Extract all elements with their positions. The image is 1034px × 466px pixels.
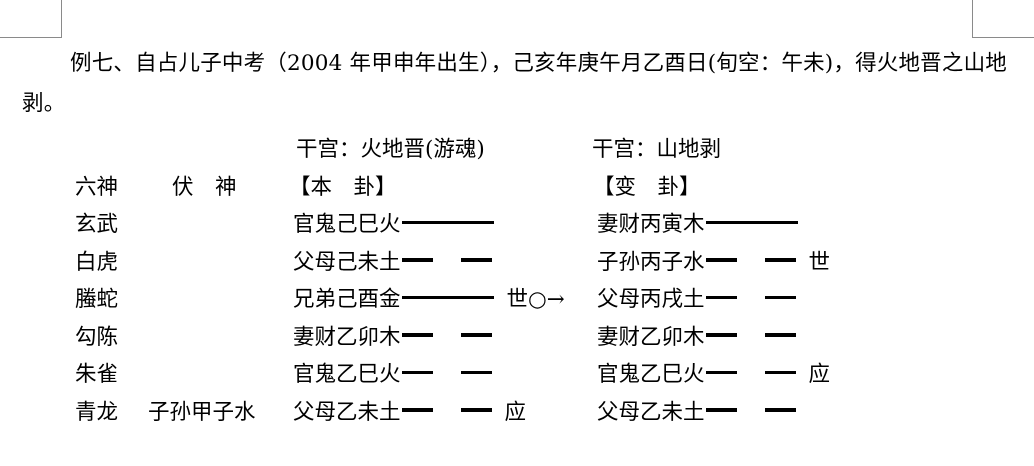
row-changed-cell: 官鬼乙巳火 应 [597,356,830,394]
hexagram-chart: 干宫：火地晋(游魂) 干宫：山地剥 六神 伏 神 【本 卦】 【变 卦】 玄武 … [0,131,1034,431]
header-primary-hexagram: 【本 卦】 [289,174,397,200]
row-primary-cell: 兄弟己酉金 世○→ [293,281,565,319]
row-spirit: 青龙 [75,399,119,425]
row-primary-cell: 官鬼己巳火 [293,206,507,244]
yin-line-icon [401,316,492,354]
primary-yao-name: 妻财乙卯木 [293,324,401,350]
yang-line-icon [401,278,494,316]
table-row: 玄武 官鬼己巳火 妻财丙寅木 [0,206,1034,244]
row-changed-cell: 子孙丙子水 世 [597,244,830,282]
row-primary-cell: 父母己未土 [293,244,505,282]
row-spirit: 朱雀 [75,362,119,387]
yin-line-icon [401,391,492,429]
table-row: 青龙 子孙甲子水 父母乙未土 应 父母乙未土 [0,394,1034,432]
yang-line-icon [401,203,494,241]
changed-yao-name: 妻财丙寅木 [597,212,705,237]
row-spirit: 螣蛇 [75,287,119,312]
case-paragraph: 例七、自占儿子中考（2004 年甲申年出生），己亥年庚午月乙酉日(旬空：午未)，… [22,50,1007,116]
yin-line-icon [705,391,796,429]
row-primary-cell: 官鬼乙巳火 [293,356,505,394]
yin-line-icon [705,316,796,354]
primary-yao-name: 父母乙未土 [293,399,401,425]
moving-line-icon: ○→ [528,287,565,312]
changed-hexagram-title: 干宫：山地剥 [592,137,722,162]
header-hidden-spirit: 伏 神 [172,174,237,200]
table-row: 螣蛇 兄弟己酉金 世○→ 父母丙戌土 [0,281,1034,319]
table-row: 朱雀 官鬼乙巳火 官鬼乙巳火 应 [0,356,1034,394]
changed-yao-name: 官鬼乙巳火 [597,362,705,387]
page-margin-mark-top-right [972,0,1034,38]
changed-yao-name: 父母乙未土 [597,399,705,425]
row-hidden-spirit: 子孙甲子水 [148,399,256,425]
changed-position-marker: 世 [808,249,831,275]
row-changed-cell: 父母乙未土 [597,394,809,432]
changed-position-marker: 应 [808,362,831,387]
row-primary-cell: 妻财乙卯木 [293,319,505,357]
changed-yao-name: 父母丙戌土 [597,287,705,312]
primary-yao-name: 兄弟己酉金 [293,287,401,312]
primary-yao-name: 官鬼己巳火 [293,212,401,237]
table-row: 勾陈 妻财乙卯木 妻财乙卯木 [0,319,1034,357]
page-margin-mark-top-left [0,0,62,38]
chart-header-row: 六神 伏 神 【本 卦】 【变 卦】 [0,169,1034,207]
header-six-spirits: 六神 [75,174,119,200]
row-changed-cell: 妻财乙卯木 [597,319,809,357]
yin-line-icon [705,353,796,391]
table-row: 白虎 父母己未土 子孙丙子水 世 [0,244,1034,282]
row-spirit: 白虎 [75,249,119,275]
row-changed-cell: 妻财丙寅木 [597,206,811,244]
primary-position-marker: 应 [504,399,527,425]
row-spirit: 勾陈 [75,324,119,350]
changed-yao-name: 妻财乙卯木 [597,324,705,350]
row-changed-cell: 父母丙戌土 [597,281,809,319]
row-primary-cell: 父母乙未土 应 [293,394,526,432]
primary-position-marker: 世 [506,287,529,312]
yin-line-icon [401,353,492,391]
yin-line-icon [705,241,796,279]
yin-line-icon [401,241,492,279]
primary-hexagram-title: 干宫：火地晋(游魂) [296,137,485,162]
chart-title-row: 干宫：火地晋(游魂) 干宫：山地剥 [0,131,1034,169]
row-spirit: 玄武 [75,212,119,237]
header-changed-hexagram: 【变 卦】 [593,174,701,200]
yin-line-icon [705,278,796,316]
primary-yao-name: 官鬼乙巳火 [293,362,401,387]
yang-line-icon [705,203,798,241]
primary-yao-name: 父母己未土 [293,249,401,275]
changed-yao-name: 子孙丙子水 [597,249,705,275]
